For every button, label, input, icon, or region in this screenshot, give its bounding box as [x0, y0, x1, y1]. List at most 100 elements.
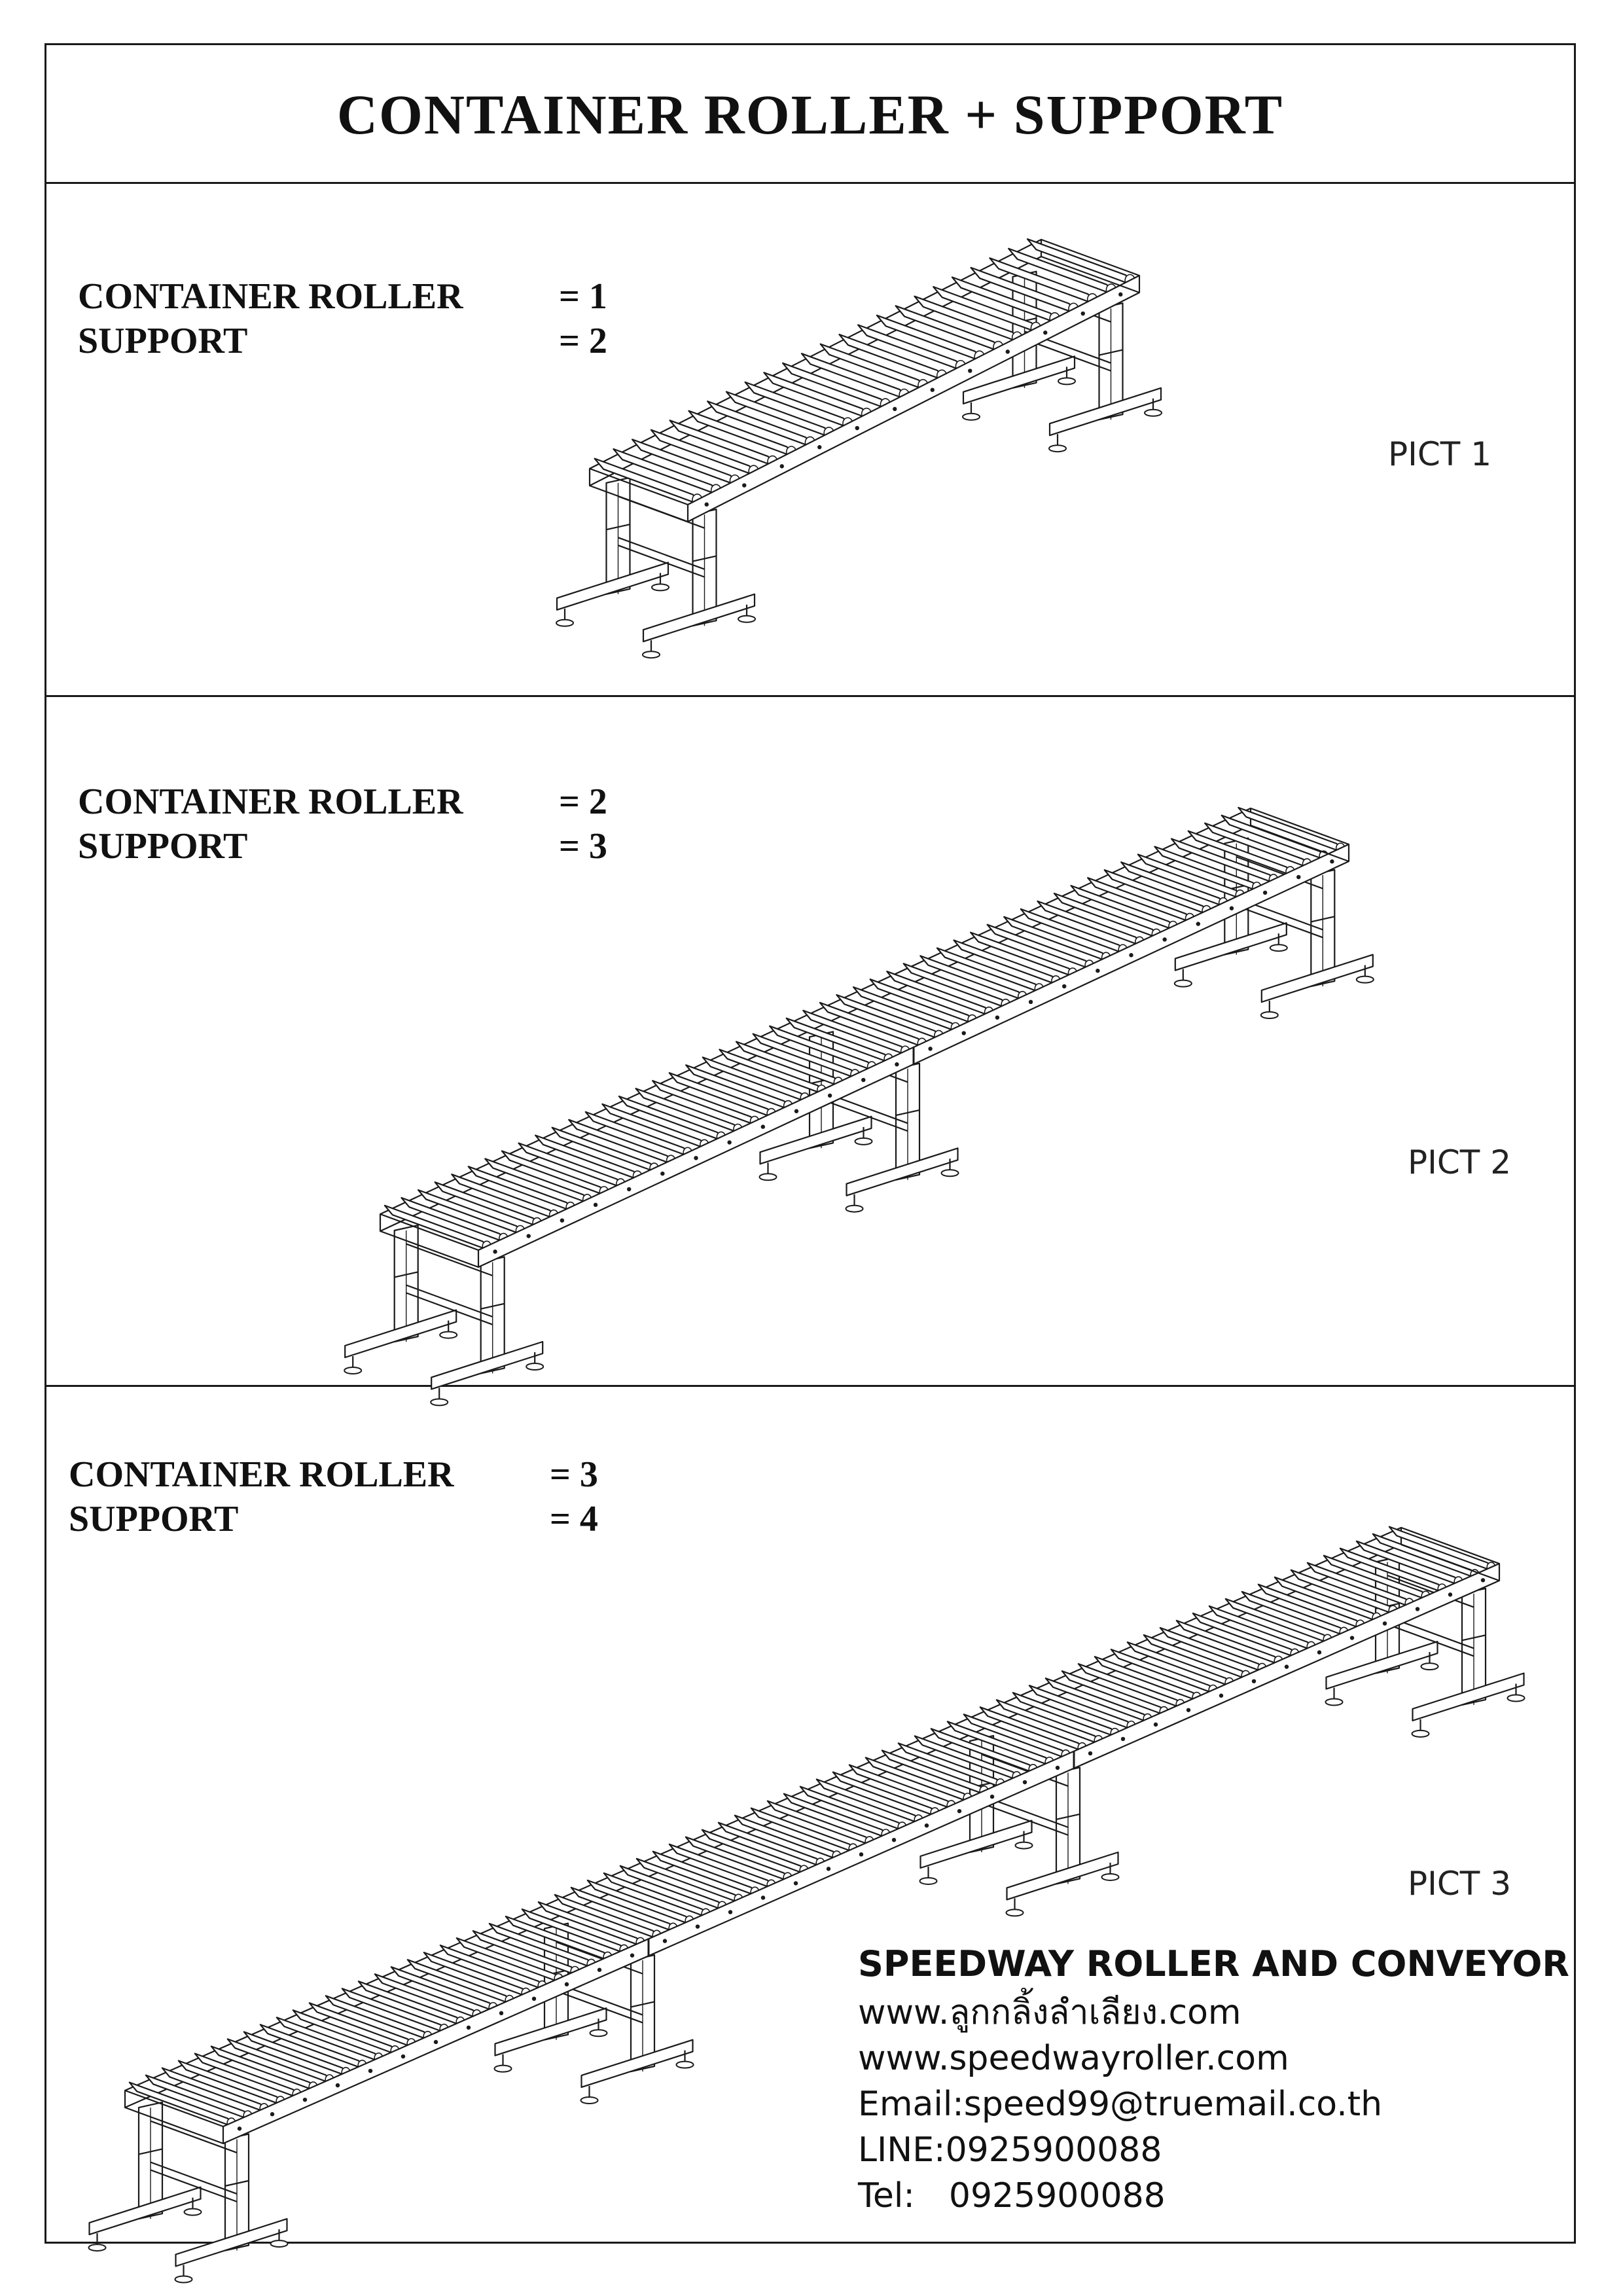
support-label: SUPPORT — [69, 1499, 239, 1539]
leveling-pad — [845, 1204, 864, 1213]
near-end-frame — [124, 2106, 224, 2145]
panel-2: CONTAINER ROLLER= 2 SUPPORT= 3 PICT 2 — [46, 697, 1574, 1407]
support-count: = 2 — [559, 321, 607, 361]
leveling-pad — [174, 2275, 193, 2284]
leveling-pad — [1420, 1662, 1439, 1671]
email-link[interactable]: Email:speed99@truemail.co.th — [858, 2085, 1383, 2124]
support-label: SUPPORT — [78, 321, 248, 361]
support-foot-bar — [846, 1147, 959, 1196]
cross-brace — [1236, 905, 1323, 939]
bolt-hole — [1080, 311, 1085, 316]
leveling-pad — [940, 1169, 959, 1177]
panel-3: CONTAINER ROLLER= 3 SUPPORT= 4 PICT 3 SP… — [46, 1387, 1574, 2284]
bolt-hole — [1129, 953, 1133, 958]
bolt-hole — [237, 2126, 242, 2131]
far-end-frame — [1041, 255, 1140, 294]
top-brace — [981, 1753, 1069, 1787]
leveling-pad — [589, 2029, 608, 2037]
company-name: SPEEDWAY ROLLER AND CONVEYOR — [858, 1943, 1569, 1984]
top-brace — [406, 1243, 493, 1277]
bolt-hole — [1262, 890, 1268, 895]
leveling-pad — [1173, 979, 1192, 988]
near-end-frame — [589, 484, 688, 523]
cross-brace — [556, 1990, 643, 2024]
support-label: SUPPORT — [78, 826, 248, 867]
bolt-hole — [727, 1140, 732, 1145]
bolt-hole — [1096, 968, 1100, 973]
bolt-hole — [1186, 1708, 1191, 1712]
support-foot-bar — [88, 2186, 202, 2236]
bolt-hole — [1043, 331, 1048, 335]
tel-label: Tel: — [858, 2176, 915, 2215]
bolt-hole — [779, 464, 784, 469]
bolt-hole — [742, 483, 747, 488]
leveling-pad — [854, 1137, 873, 1145]
leveling-pad — [675, 2060, 694, 2069]
bolt-hole — [859, 1852, 864, 1857]
bolt-hole — [930, 387, 935, 392]
conveyor-drawing-3 — [88, 1526, 1525, 2284]
conveyor-assembly — [88, 1526, 1525, 2284]
bolt-hole — [891, 1838, 897, 1842]
bolt-hole — [1296, 874, 1301, 880]
support-foot-bar — [1260, 954, 1374, 1003]
bolt-hole — [626, 1187, 632, 1192]
bolt-hole — [1162, 937, 1167, 942]
document-sheet: CONTAINER ROLLER + SUPPORT CONTAINER ROL… — [45, 43, 1576, 2284]
bolt-hole — [564, 1982, 569, 1986]
website-link[interactable]: www.speedwayroller.com — [858, 2039, 1289, 2078]
leveling-pad — [1260, 1011, 1279, 1020]
leveling-pad — [1269, 944, 1288, 952]
support-foot-bar — [919, 1820, 1033, 1869]
bolt-hole — [893, 406, 897, 412]
bolt-hole — [957, 1808, 962, 1814]
bolt-hole — [1005, 350, 1010, 354]
leveling-pad — [962, 412, 980, 421]
bolt-hole — [928, 1047, 933, 1051]
bolt-hole — [1284, 1664, 1289, 1669]
near-end-frame — [589, 467, 688, 506]
title-row: CONTAINER ROLLER + SUPPORT — [46, 45, 1574, 184]
near-end-frame — [380, 1213, 479, 1251]
cross-brace — [618, 537, 705, 570]
tel-number[interactable]: 0925900088 — [948, 2176, 1166, 2215]
support-count: = 4 — [550, 1499, 598, 1539]
leveling-pad — [1048, 444, 1067, 453]
website-thai-link[interactable]: www.ลูกกลิ้งลำเลียง.com — [858, 1993, 1241, 2032]
support-foot-bar — [1325, 1641, 1438, 1690]
contact-block: SPEEDWAY ROLLER AND CONVEYOR www.ลูกกลิ้… — [858, 1943, 1569, 2219]
conveyor-drawing-2 — [344, 806, 1374, 1407]
support-foot-bar — [642, 593, 756, 643]
bolt-hole — [855, 425, 859, 431]
bolt-hole — [1317, 1650, 1322, 1655]
bolt-hole — [302, 2097, 308, 2102]
bolt-hole — [760, 1124, 766, 1129]
far-end-frame — [1250, 807, 1349, 846]
bolt-hole — [526, 1234, 531, 1238]
telephone: Tel: 0925900088 — [858, 2173, 1569, 2219]
leveling-pad — [919, 1876, 938, 1885]
cross-brace — [1024, 338, 1111, 372]
bolt-hole — [433, 2039, 438, 2045]
support-foot-bar — [580, 2039, 694, 2089]
bolt-hole — [1118, 292, 1123, 297]
bolt-hole — [1382, 1621, 1387, 1626]
support-foot-bar — [1412, 1672, 1525, 1721]
panel-2-spec: CONTAINER ROLLER= 2 SUPPORT= 3 — [78, 780, 607, 869]
leveling-pad — [344, 1366, 363, 1374]
leveling-pad — [738, 615, 756, 623]
leveling-pad — [758, 1173, 777, 1181]
bolt-hole — [1349, 1636, 1355, 1640]
leveling-pad — [493, 2064, 512, 2073]
top-brace — [556, 1941, 643, 1975]
top-brace — [1236, 856, 1323, 889]
leveling-pad — [1058, 377, 1076, 386]
rail-bolt-holes — [237, 1578, 1486, 2131]
conveyor-drawing-1 — [556, 238, 1162, 659]
bolt-hole — [694, 1156, 698, 1160]
line-id: LINE:0925900088 — [858, 2130, 1162, 2170]
leveling-pad — [1411, 1729, 1430, 1738]
bolt-hole — [794, 1109, 799, 1113]
support-foot-bar — [431, 1340, 544, 1390]
leveling-pad — [556, 619, 574, 627]
